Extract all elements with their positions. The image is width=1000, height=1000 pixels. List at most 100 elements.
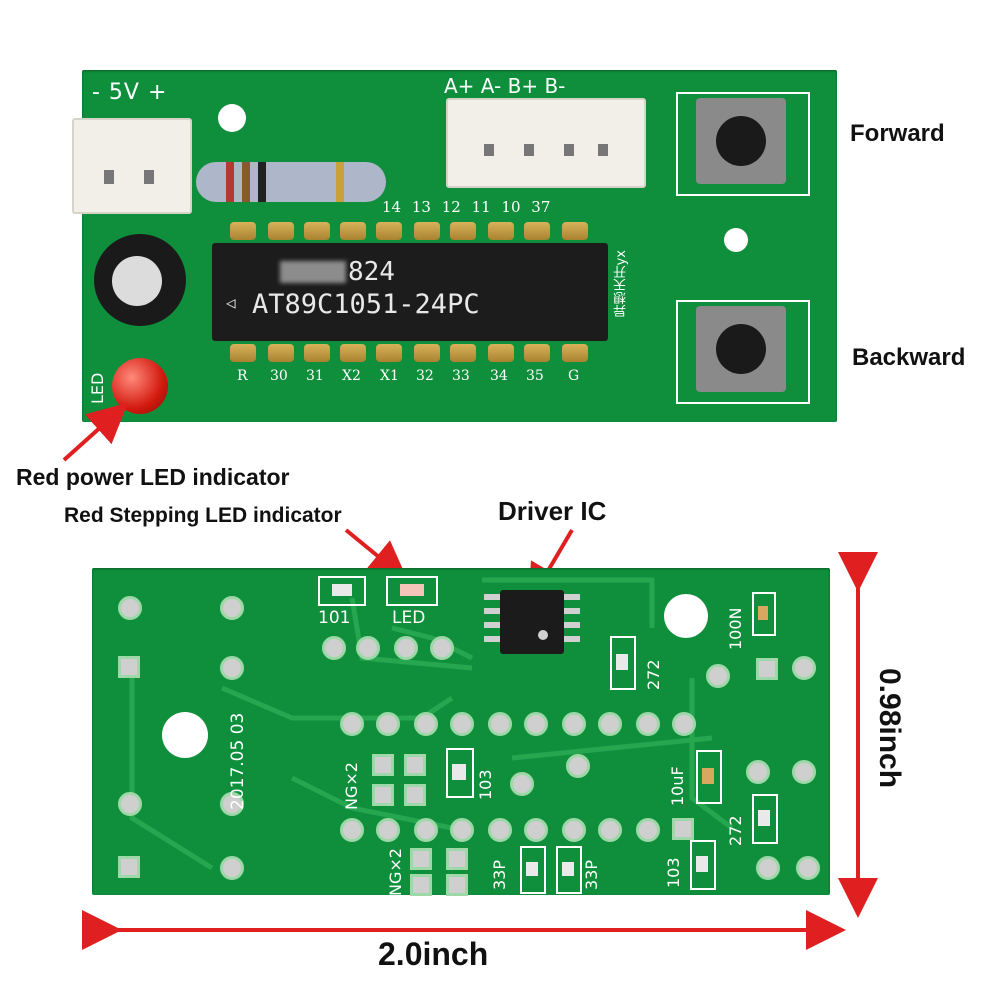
forward-button-cap xyxy=(716,116,766,166)
pin-label: G xyxy=(568,368,580,384)
resistor-103-b-label: 103 xyxy=(664,857,683,888)
chip-pin xyxy=(268,222,294,240)
chip-pin xyxy=(340,222,366,240)
chip-pin xyxy=(488,344,514,362)
solder-pad xyxy=(446,848,468,870)
chip-pin xyxy=(230,222,256,240)
solder-pad xyxy=(220,656,244,680)
solder-pad xyxy=(410,848,432,870)
driver-ic-label: Driver IC xyxy=(498,496,607,526)
resistor xyxy=(196,162,386,202)
solder-pad xyxy=(562,712,586,736)
capacitor-33p-b xyxy=(556,846,582,894)
capacitor-33p-a xyxy=(520,846,546,894)
solder-pad xyxy=(376,712,400,736)
connector-pin xyxy=(524,144,534,156)
solder-pad xyxy=(372,754,394,776)
solder-pad xyxy=(636,818,660,842)
backward-button-cap xyxy=(716,324,766,374)
chip-pin xyxy=(268,344,294,362)
solder-pad xyxy=(524,818,548,842)
ic-pin1-dot xyxy=(538,630,548,640)
led-label: LED xyxy=(88,372,107,404)
pcb-traces xyxy=(129,577,734,871)
chip-orientation-icon: ◁ xyxy=(226,293,236,312)
microcontroller-chip: 824 ◁ AT89C1051-24PC xyxy=(212,243,608,341)
solder-pad xyxy=(410,874,432,896)
pin-label: 30 xyxy=(270,368,288,384)
chip-pin xyxy=(562,344,588,362)
solder-pad xyxy=(636,712,660,736)
resistor-272-b xyxy=(752,794,778,844)
chip-pin xyxy=(376,344,402,362)
mounting-hole xyxy=(724,228,748,252)
solder-pad xyxy=(340,712,364,736)
resistor-101 xyxy=(318,576,366,606)
solder-pad xyxy=(372,784,394,806)
chip-pin xyxy=(230,344,256,362)
resistor-272-a xyxy=(610,636,636,690)
driver-ic xyxy=(500,590,564,654)
solder-pad xyxy=(450,818,474,842)
resistor-103-a xyxy=(446,748,474,798)
smd-body xyxy=(758,810,770,826)
capacitor-top xyxy=(112,256,162,306)
pin-label: X1 xyxy=(380,368,399,384)
smd-body xyxy=(696,856,708,872)
solder-pad xyxy=(524,712,548,736)
pin-label: X2 xyxy=(342,368,361,384)
solder-pad xyxy=(756,658,778,680)
solder-pad xyxy=(220,792,244,816)
mounting-hole xyxy=(664,594,708,638)
solder-pad xyxy=(792,656,816,680)
smd-body xyxy=(452,764,466,780)
solder-pad xyxy=(118,596,142,620)
smd-body xyxy=(526,862,538,876)
solder-pad xyxy=(220,596,244,620)
resistor-272-b-label: 272 xyxy=(726,815,745,846)
mounting-hole xyxy=(218,104,246,132)
ng2-label-a: NG×2 xyxy=(342,762,361,810)
motor-connector xyxy=(446,98,646,188)
width-dimension-label: 2.0inch xyxy=(378,936,489,972)
mounting-hole xyxy=(162,712,208,758)
chip-top-pin-labels: 14 13 12 11 10 37 xyxy=(382,198,551,216)
chip-pin xyxy=(488,222,514,240)
resistor-103-b xyxy=(690,840,716,890)
ng2-label-b: NG×2 xyxy=(386,848,405,896)
solder-pad xyxy=(756,856,780,880)
power-connector xyxy=(72,118,192,214)
capacitor-100n-label: 100N xyxy=(726,607,745,650)
forward-label: Forward xyxy=(850,120,945,147)
chip-pin xyxy=(524,344,550,362)
solder-pad xyxy=(356,636,380,660)
backward-label: Backward xyxy=(852,344,966,371)
solder-pad xyxy=(322,636,346,660)
solder-pad xyxy=(562,818,586,842)
smd-body xyxy=(400,584,424,596)
ic-pins-left xyxy=(484,594,500,650)
capacitor-33p-b-label: 33P xyxy=(582,859,601,890)
solder-pad xyxy=(404,754,426,776)
chip-pin xyxy=(562,222,588,240)
solder-pad xyxy=(706,664,730,688)
chip-pin xyxy=(450,222,476,240)
solder-pad xyxy=(450,712,474,736)
solder-pad xyxy=(488,712,512,736)
solder-pad xyxy=(488,818,512,842)
smd-body xyxy=(758,606,768,620)
solder-pad xyxy=(796,856,820,880)
chip-partial-marking: 824 xyxy=(348,257,395,287)
power-led xyxy=(112,358,168,414)
smd-body xyxy=(332,584,352,596)
chip-pin xyxy=(414,222,440,240)
board-date: 2017.05 03 xyxy=(228,712,248,810)
power-label: - 5V + xyxy=(92,80,168,105)
pin-label: 34 xyxy=(490,368,508,384)
red-power-led-label: Red power LED indicator xyxy=(16,464,290,490)
solder-pad xyxy=(118,856,140,878)
resistor-band xyxy=(336,162,344,202)
motor-pins-label: A+ A- B+ B- xyxy=(444,74,566,98)
chip-pin xyxy=(414,344,440,362)
resistor-101-label: 101 xyxy=(318,608,351,628)
